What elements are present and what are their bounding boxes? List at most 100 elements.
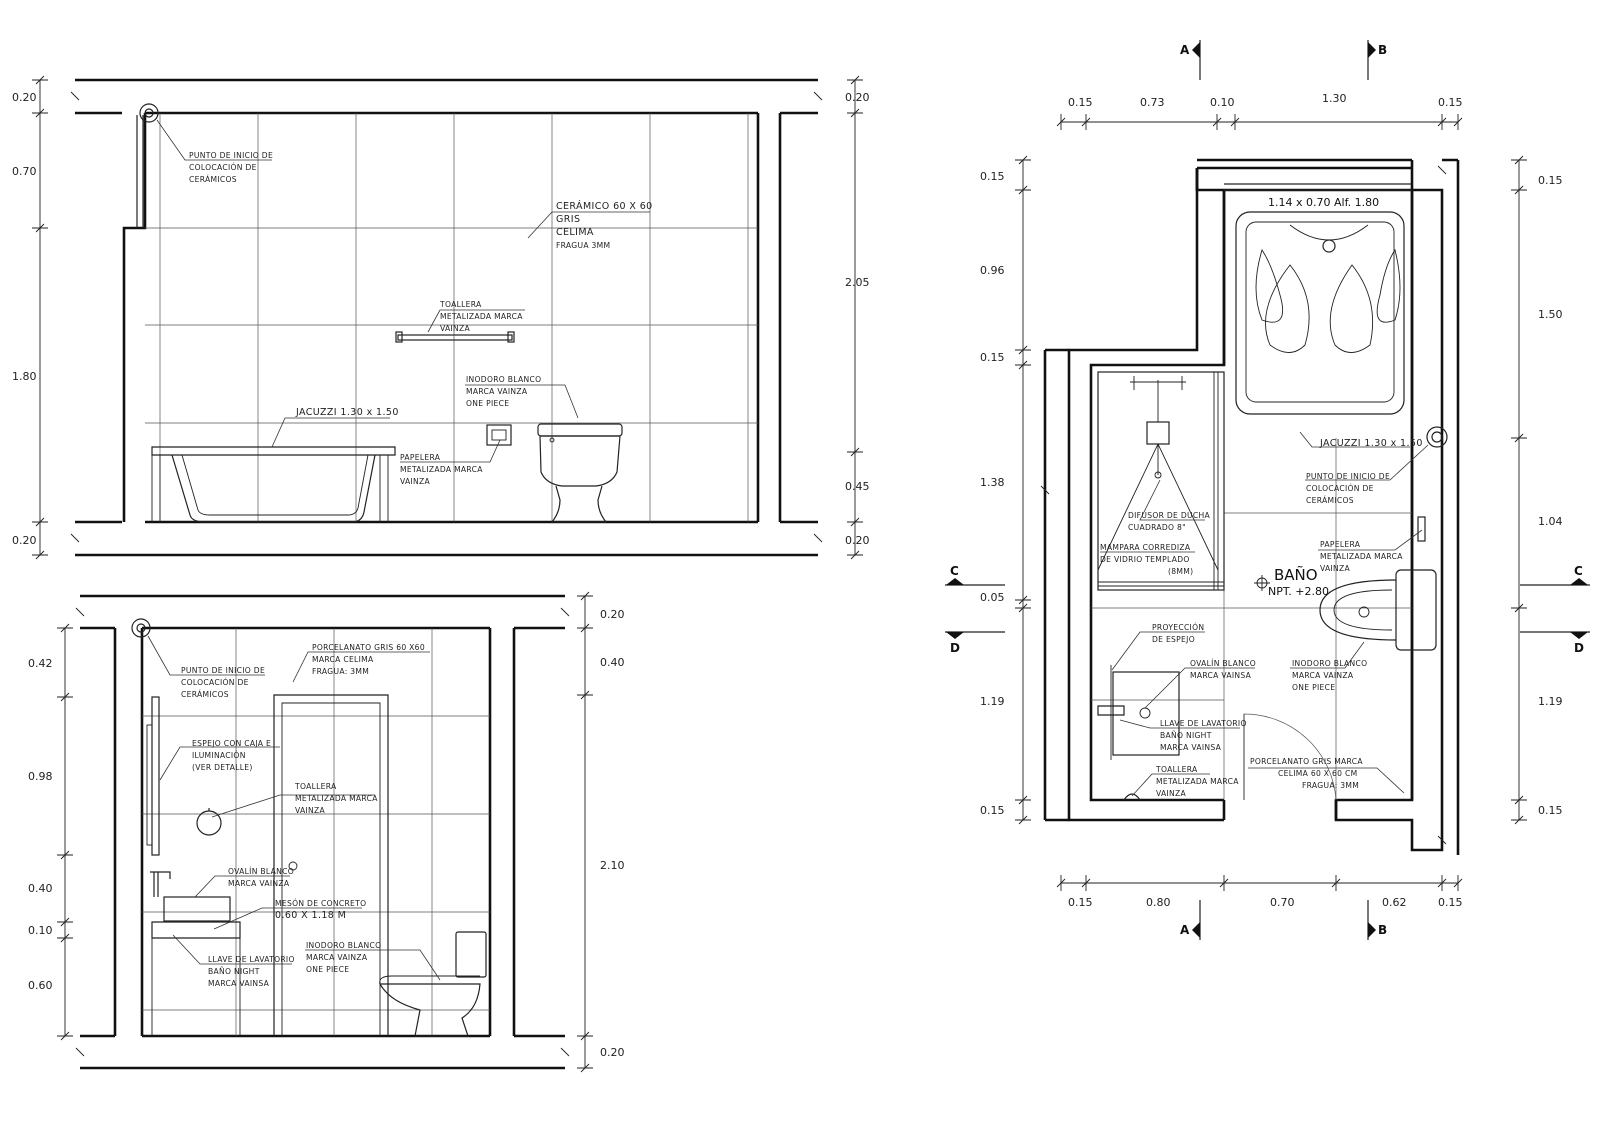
jacuzzi-elevation [151, 446, 396, 523]
section-mark-c-left: C [950, 564, 959, 578]
dim-label: 0.42 [28, 657, 53, 670]
note-line: CELIMA 60 X 60 CM [1278, 769, 1357, 778]
plan-dims-top: 0.15 0.73 0.10 1.30 0.15 [1056, 92, 1463, 130]
dim-label: 1.19 [980, 695, 1005, 708]
ceramic-tile-grid [145, 113, 758, 522]
note-paper-holder: PAPELERA [400, 453, 441, 462]
towel-ring [196, 808, 222, 836]
towel-bar [395, 331, 515, 343]
dim-label: 0.20 [845, 534, 870, 547]
note-basin: OVALÍN BLANCO [228, 867, 294, 876]
note-line: COLOCACIÓN DE [189, 163, 257, 172]
dim-label: 0.60 [28, 979, 53, 992]
note-line: CERÁMICOS [1306, 496, 1354, 505]
note-line: VAINZA [1320, 564, 1351, 573]
note-shower-diffuser: DIFUSOR DE DUCHA [1128, 511, 1210, 520]
note-line: DE VIDRIO TEMPLADO [1100, 555, 1190, 564]
section-c-left-arrow-icon [946, 578, 964, 585]
note-jacuzzi: JACUZZI 1.30 x 1.50 [1319, 438, 1423, 449]
note-ceramic: CERÁMICO 60 X 60 [556, 200, 653, 212]
note-towel-bar: TOALLERA [439, 300, 482, 309]
plan-dims-bottom: 0.15 0.80 0.70 0.62 0.15 [1056, 875, 1463, 909]
dim-label: 0.15 [1438, 96, 1463, 109]
note-line: ILUMINACIÓN [192, 751, 246, 760]
dim-label: 1.19 [1538, 695, 1563, 708]
note-start-point: PUNTO DE INICIO DE [181, 666, 265, 675]
dim-label: 0.80 [1146, 896, 1171, 909]
dim-label: 0.15 [1538, 804, 1563, 817]
paper-holder [486, 424, 512, 446]
start-point-marker [131, 618, 151, 638]
elevation-a-dims-right: 0.20 2.05 0.45 0.20 [845, 75, 870, 560]
section-a-bottom-arrow-icon [1192, 922, 1200, 938]
dim-label: 2.05 [845, 276, 870, 289]
dim-label: 0.98 [28, 770, 53, 783]
dim-label: 0.20 [600, 608, 625, 621]
shower-plan [1097, 371, 1225, 591]
note-faucet: LLAVE DE LAVATORIO [1160, 719, 1247, 728]
note-mirror: ESPEJO CON CAJA E [192, 739, 271, 748]
elevation-a: 0.20 0.70 1.80 0.20 0.20 2.05 0.45 0.20 … [12, 75, 870, 560]
elevation-b-notes: PUNTO DE INICIO DE COLOCACIÓN DE CERÁMIC… [147, 635, 441, 988]
dim-label: 0.05 [980, 591, 1005, 604]
door-swing [1243, 713, 1337, 801]
note-line: CERÁMICOS [189, 175, 237, 184]
toilet-side-elevation [378, 931, 487, 1037]
dim-label: 0.15 [980, 170, 1005, 183]
dim-label: 1.30 [1322, 92, 1347, 105]
note-line: MARCA CELIMA [312, 655, 374, 664]
room-level: NPT. +2.80 [1268, 585, 1329, 598]
dim-label: 0.20 [12, 534, 37, 547]
window-label: 1.14 x 0.70 Alf. 1.80 [1268, 196, 1379, 209]
elevation-a-dims-left: 0.20 0.70 1.80 0.20 [12, 75, 48, 560]
dim-label: 0.15 [980, 804, 1005, 817]
basin-counter-elevation [150, 871, 241, 1036]
note-line: MARCA VAINZA [1292, 671, 1354, 680]
dim-label: 0.10 [28, 924, 53, 937]
note-porcelain: PORCELANATO GRIS 60 X60 [312, 643, 425, 652]
section-mark-a-bottom: A [1180, 923, 1190, 937]
plan-dims-right: 0.15 1.50 1.04 1.19 0.15 [1511, 155, 1563, 825]
dim-label: 0.40 [600, 656, 625, 669]
dim-label: 0.73 [1140, 96, 1165, 109]
paper-holder-plan [1417, 516, 1426, 542]
toilet-elevation [537, 423, 623, 523]
note-line: MARCA VAINSA [208, 979, 270, 988]
note-line: VAINZA [440, 324, 471, 333]
note-line: MARCA VAINZA [306, 953, 368, 962]
note-line: (8MM) [1168, 567, 1193, 576]
note-counter: MESÓN DE CONCRETO [275, 899, 366, 908]
note-line: COLOCACIÓN DE [1306, 484, 1374, 493]
toilet-plan [1319, 569, 1437, 651]
section-mark-b-top: B [1378, 43, 1387, 57]
note-line: METALIZADA MARCA [295, 794, 378, 803]
note-faucet: LLAVE DE LAVATORIO [208, 955, 295, 964]
dim-label: 0.20 [12, 91, 37, 104]
floor-plan: 1.14 x 0.70 Alf. 1.80 [945, 40, 1590, 940]
dim-label: 0.15 [980, 351, 1005, 364]
note-mirror-projection: PROYECCIÓN [1152, 623, 1204, 632]
note-toilet: INODORO BLANCO [466, 375, 541, 384]
note-line: CELIMA [556, 227, 594, 238]
section-mark-b-bottom: B [1378, 923, 1387, 937]
note-towel-ring: TOALLERA [1155, 765, 1198, 774]
note-line: METALIZADA MARCA [440, 312, 523, 321]
dim-label: 2.10 [600, 859, 625, 872]
note-jacuzzi: JACUZZI 1.30 x 1.50 [295, 407, 399, 418]
section-b-bottom-arrow-icon [1368, 922, 1376, 938]
start-point-marker [1426, 426, 1448, 448]
note-line: VAINZA [400, 477, 431, 486]
dim-label: 0.70 [12, 165, 37, 178]
note-line: BAÑO NIGHT [208, 967, 260, 976]
dim-label: 0.15 [1068, 96, 1093, 109]
note-line: MARCA VAINSA [1160, 743, 1222, 752]
note-line: FRAGUA: 3MM [312, 667, 369, 676]
note-line: (VER DETALLE) [192, 763, 253, 772]
note-porcelain: PORCELANATO GRIS MARCA [1250, 757, 1363, 766]
note-line: METALIZADA MARCA [400, 465, 483, 474]
jacuzzi-plan [1235, 211, 1405, 415]
note-sliding-screen: MAMPARA CORREDIZA [1100, 543, 1191, 552]
start-point-marker [139, 103, 159, 123]
note-toilet: INODORO BLANCO [1292, 659, 1367, 668]
plan-dims-left: 0.15 0.96 0.15 1.38 0.05 1.19 0.15 [980, 155, 1031, 825]
